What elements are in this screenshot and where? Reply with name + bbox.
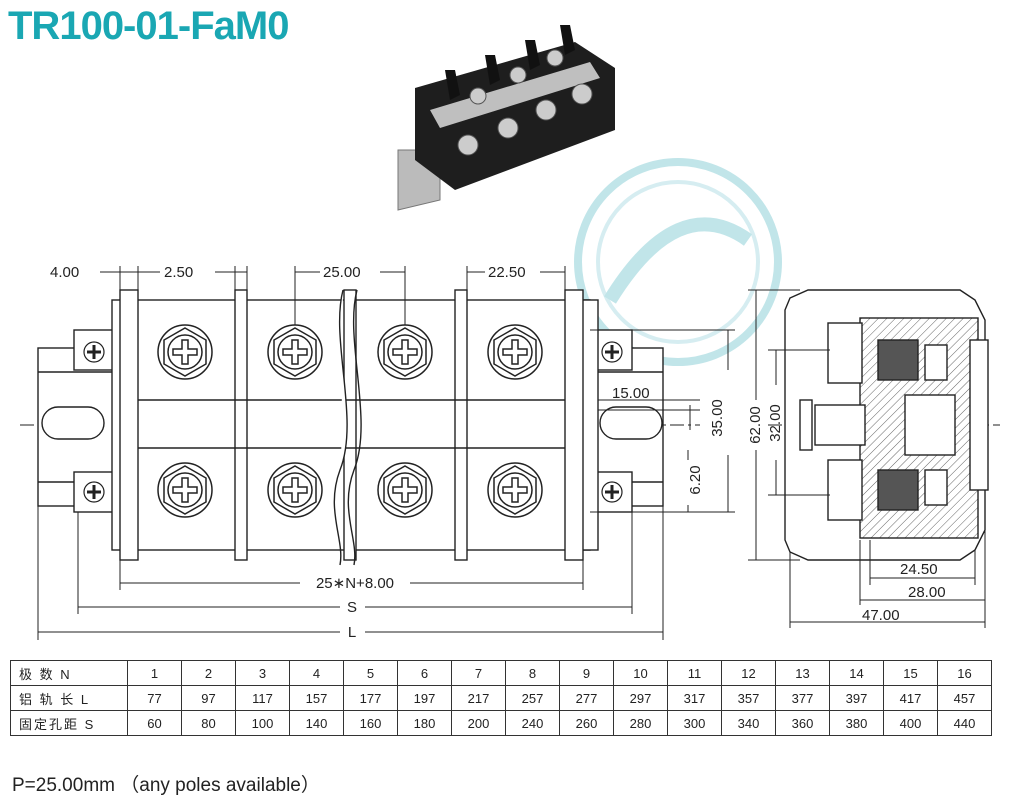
dim-47-00: 47.00 xyxy=(862,607,900,624)
table-cell: 197 xyxy=(397,685,452,711)
table-cell: 397 xyxy=(829,685,884,711)
table-cell: 240 xyxy=(505,710,560,736)
dim-28-00: 28.00 xyxy=(908,584,946,601)
table-cell: 6 xyxy=(397,660,452,686)
table-cell: 340 xyxy=(721,710,776,736)
table-cell: 377 xyxy=(775,685,830,711)
table-cell: 297 xyxy=(613,685,668,711)
table-cell: 200 xyxy=(451,710,506,736)
table-cell: 277 xyxy=(559,685,614,711)
dim-l: L xyxy=(348,624,356,641)
front-dimension-lines xyxy=(37,266,735,640)
table-cell: 16 xyxy=(937,660,992,686)
table-cell: 2 xyxy=(181,660,236,686)
table-cell: 9 xyxy=(559,660,614,686)
table-cell: 3 xyxy=(235,660,290,686)
dim-22-50: 22.50 xyxy=(488,264,526,281)
table-cell: 257 xyxy=(505,685,560,711)
table-cell: 160 xyxy=(343,710,398,736)
table-cell: 1 xyxy=(127,660,182,686)
table-row: 极 数 N 1 2 3 4 5 6 7 8 9 10 11 12 13 14 1… xyxy=(10,660,992,686)
table-cell: 4 xyxy=(289,660,344,686)
table-cell: 77 xyxy=(127,685,182,711)
table-cell: 15 xyxy=(883,660,938,686)
table-cell: 8 xyxy=(505,660,560,686)
table-cell: 10 xyxy=(613,660,668,686)
break-lines xyxy=(333,289,362,566)
dim-32-00: 32.00 xyxy=(767,404,784,442)
table-cell: 80 xyxy=(181,710,236,736)
table-cell: 117 xyxy=(235,685,290,711)
dim-2-50: 2.50 xyxy=(164,264,193,281)
table-cell: 140 xyxy=(289,710,344,736)
table-cell: 180 xyxy=(397,710,452,736)
table-cell: 400 xyxy=(883,710,938,736)
table-cell: 100 xyxy=(235,710,290,736)
table-cell: 357 xyxy=(721,685,776,711)
table-cell: 13 xyxy=(775,660,830,686)
table-cell: 260 xyxy=(559,710,614,736)
row-header: 铝 轨 长 L xyxy=(10,685,128,711)
table-cell: 300 xyxy=(667,710,722,736)
side-dimension-lines xyxy=(748,289,986,628)
dim-15-00: 15.00 xyxy=(612,385,650,402)
table-row: 固定孔距 S 60 80 100 140 160 180 200 240 260… xyxy=(10,710,992,736)
dim-25-00: 25.00 xyxy=(323,264,361,281)
table-cell: 60 xyxy=(127,710,182,736)
table-cell: 97 xyxy=(181,685,236,711)
side-view xyxy=(768,289,1000,561)
dim-35-00: 35.00 xyxy=(709,399,726,437)
dim-pole-length: 25∗N+8.00 xyxy=(316,575,394,592)
dim-s: S xyxy=(347,599,357,616)
table-cell: 14 xyxy=(829,660,884,686)
watermark-logo xyxy=(574,158,782,366)
row-header: 极 数 N xyxy=(10,660,128,686)
table-cell: 360 xyxy=(775,710,830,736)
table-cell: 440 xyxy=(937,710,992,736)
table-cell: 317 xyxy=(667,685,722,711)
table-cell: 280 xyxy=(613,710,668,736)
table-cell: 12 xyxy=(721,660,776,686)
technical-drawing: 4.00 2.50 25.00 22.50 15.00 35.00 6.20 6… xyxy=(20,25,1000,641)
table-cell: 11 xyxy=(667,660,722,686)
table-cell: 457 xyxy=(937,685,992,711)
table-cell: 177 xyxy=(343,685,398,711)
table-cell: 217 xyxy=(451,685,506,711)
product-photo xyxy=(397,25,615,211)
spec-table: 极 数 N 1 2 3 4 5 6 7 8 9 10 11 12 13 14 1… xyxy=(10,660,992,736)
table-cell: 380 xyxy=(829,710,884,736)
table-cell: 7 xyxy=(451,660,506,686)
table-cell: 157 xyxy=(289,685,344,711)
product-title: TR100-01-FaM0 xyxy=(8,4,289,48)
table-cell: 417 xyxy=(883,685,938,711)
table-row: 铝 轨 长 L 77 97 117 157 177 197 217 257 27… xyxy=(10,685,992,711)
dim-62-00: 62.00 xyxy=(747,406,764,444)
dim-24-50: 24.50 xyxy=(900,561,938,578)
pitch-note: P=25.00mm （any poles available） xyxy=(12,775,320,796)
table-cell: 5 xyxy=(343,660,398,686)
dim-6-20: 6.20 xyxy=(687,465,704,494)
dim-4-00: 4.00 xyxy=(50,264,79,281)
row-header: 固定孔距 S xyxy=(10,710,128,736)
